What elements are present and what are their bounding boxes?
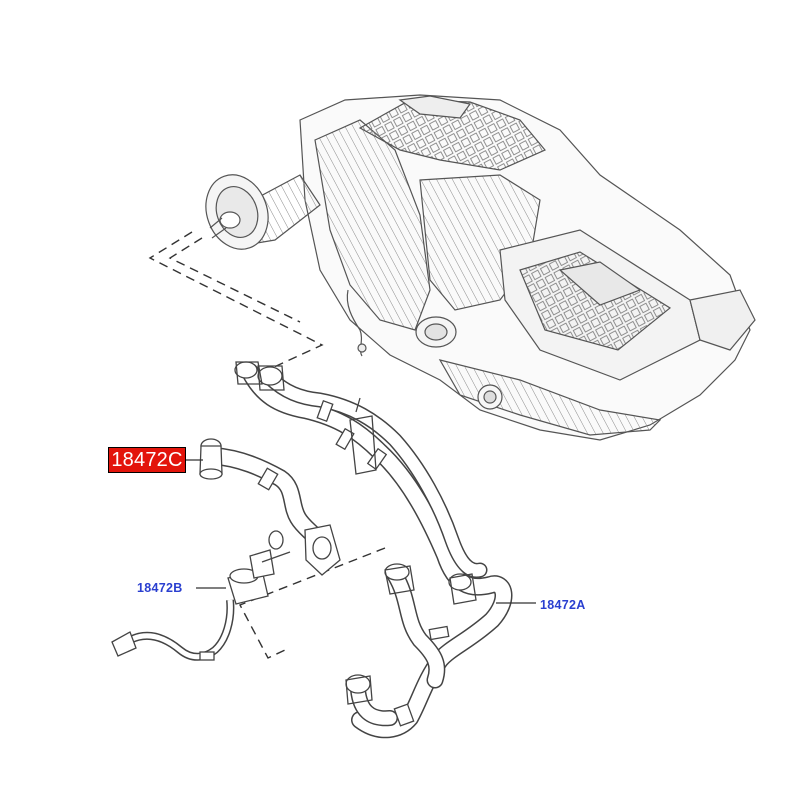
leader-lines [186,459,536,604]
callout-18472b: 18472B [137,581,183,595]
dashed-connectors [148,231,386,659]
hvac-housing [299,94,756,441]
valve-18472b [111,530,291,661]
couplings-18472c [199,438,341,576]
callout-18472c: 18472C [108,447,186,473]
duct-flange [205,174,321,250]
hose-18472a [241,363,513,739]
callout-18472a: 18472A [540,598,586,612]
couplings-18472a [234,361,477,727]
